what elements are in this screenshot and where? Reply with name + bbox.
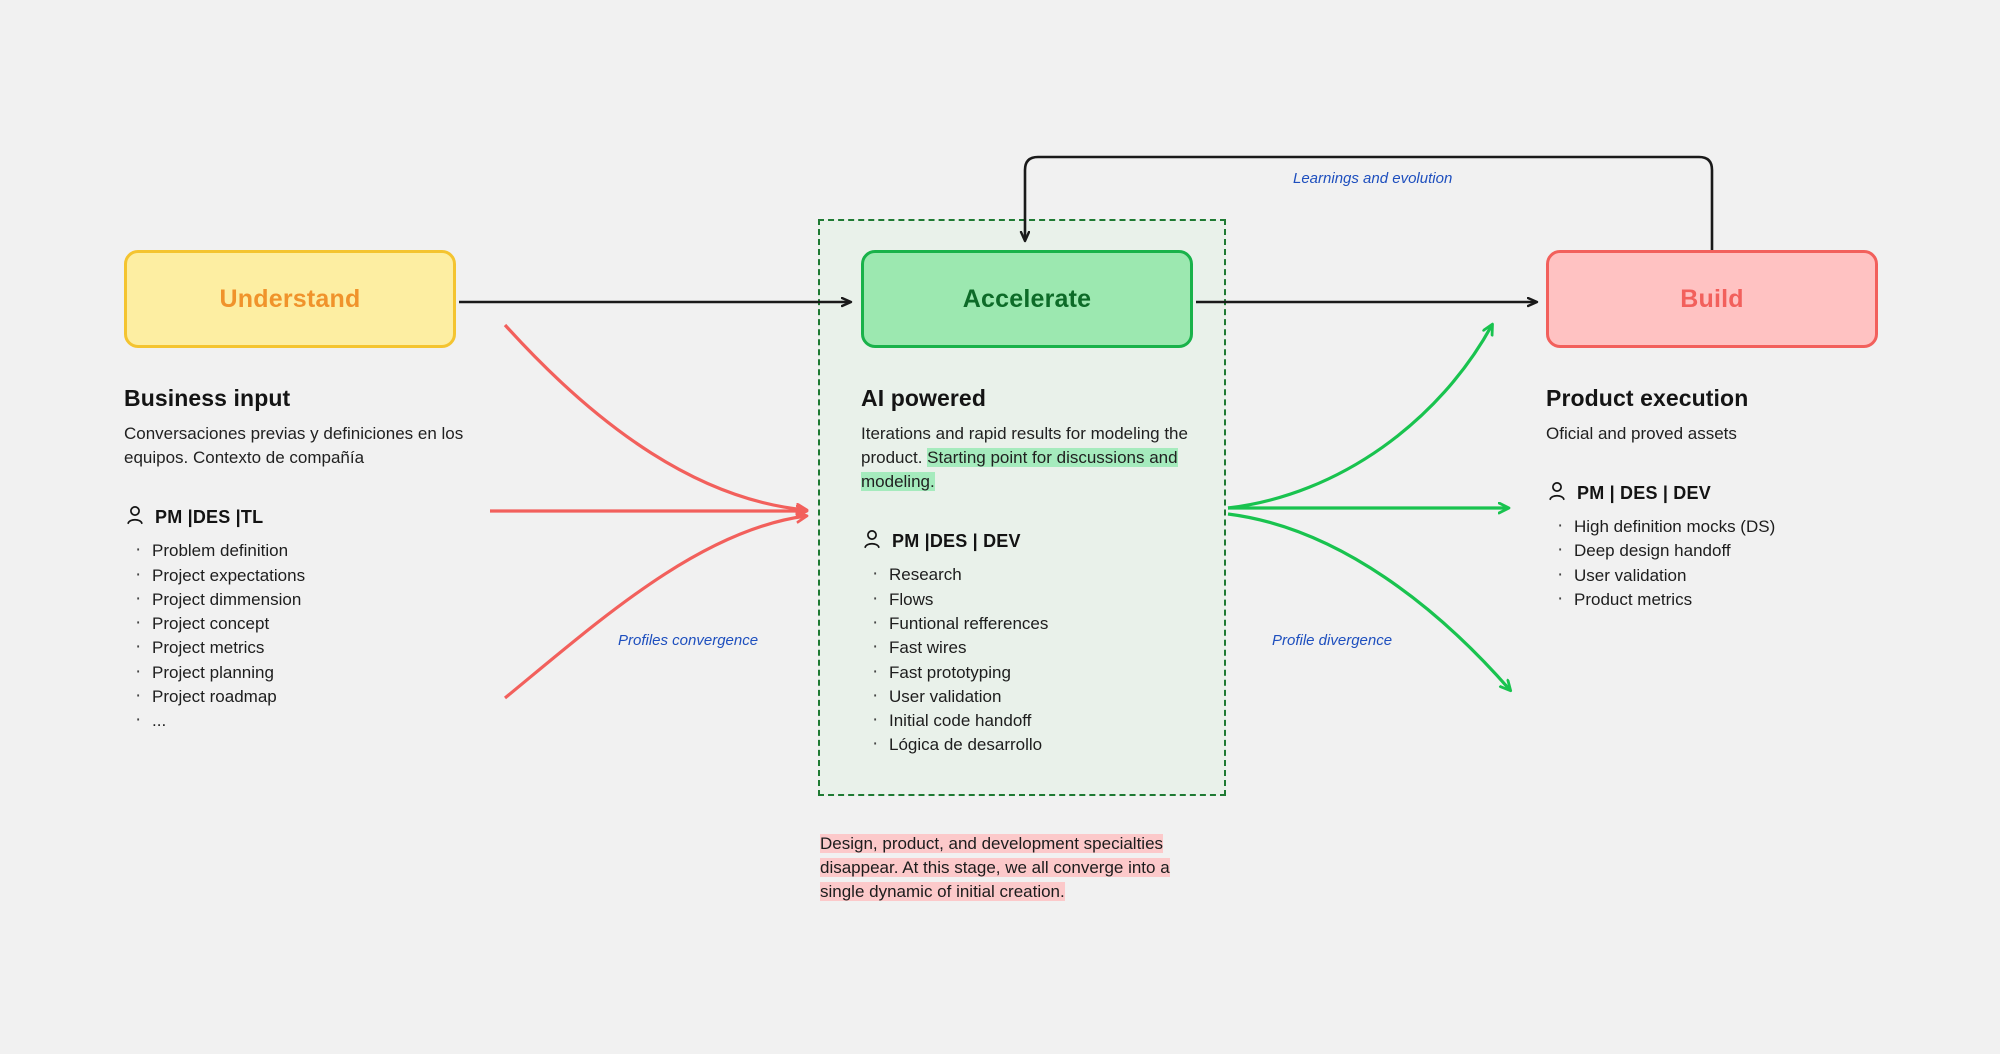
list-item: Project dimmension (124, 587, 484, 612)
list-item: Funtional refferences (861, 611, 1201, 636)
arrow-converge-top (503, 323, 806, 510)
list-item: User validation (1546, 563, 1906, 588)
description-build: Oficial and proved assets (1546, 424, 1737, 443)
list-item: Initial code handoff (861, 708, 1201, 733)
list-item: Project planning (124, 660, 484, 685)
person-icon (1546, 480, 1568, 507)
list-item: Research (861, 562, 1201, 587)
person-icon (861, 528, 883, 555)
arrow-diverge-bottom (1227, 512, 1510, 690)
column-accelerate: AI powered Iterations and rapid results … (861, 385, 1201, 758)
role-row-build: PM | DES | DEV (1546, 480, 1906, 507)
list-item: Fast prototyping (861, 660, 1201, 685)
role-row-understand: PM |DES |TL (124, 504, 484, 531)
list-item: Project metrics (124, 635, 484, 660)
description-accelerate: Iterations and rapid results for modelin… (861, 422, 1201, 494)
bullet-list-understand: Problem definitionProject expectationsPr… (124, 538, 484, 733)
annotation-profile-divergence: Profile divergence (1272, 632, 1393, 649)
description-understand: Conversaciones previas y definiciones en… (124, 424, 464, 468)
arrow-diverge-top (1227, 325, 1492, 510)
arrow-converge-bottom (503, 516, 806, 700)
annotation-learnings-and-evolution: Learnings and evolution (1293, 170, 1453, 187)
list-item: High definition mocks (DS) (1546, 514, 1906, 539)
list-item: Project expectations (124, 563, 484, 588)
list-item: Deep design handoff (1546, 538, 1906, 563)
list-item: Product metrics (1546, 587, 1906, 612)
list-item: Fast wires (861, 635, 1201, 660)
role-label-build: PM | DES | DEV (1577, 483, 1711, 504)
stage-box-understand[interactable]: Understand (124, 250, 456, 348)
list-item: Problem definition (124, 538, 484, 563)
note-convergence-dynamic-text: Design, product, and development special… (820, 834, 1170, 902)
heading-ai-powered: AI powered (861, 385, 986, 411)
stage-label-accelerate: Accelerate (962, 284, 1092, 313)
role-label-accelerate: PM |DES | DEV (892, 531, 1021, 552)
stage-box-accelerate[interactable]: Accelerate (861, 250, 1193, 348)
column-build: Product execution Oficial and proved ass… (1546, 385, 1906, 612)
person-icon (124, 504, 146, 531)
column-understand: Business input Conversaciones previas y … (124, 385, 484, 734)
description-accelerate-plain: Iterations and rapid results for modelin… (861, 424, 1188, 468)
list-item: Lógica de desarrollo (861, 732, 1201, 757)
list-item: Flows (861, 587, 1201, 612)
heading-product-execution: Product execution (1546, 385, 1749, 411)
list-item: User validation (861, 684, 1201, 709)
bullet-list-accelerate: ResearchFlowsFuntional refferencesFast w… (861, 562, 1201, 757)
list-item: Project roadmap (124, 684, 484, 709)
heading-business-input: Business input (124, 385, 291, 411)
note-convergence-dynamic: Design, product, and development special… (820, 832, 1200, 904)
stage-label-build: Build (1680, 284, 1744, 313)
list-item: ... (124, 708, 484, 733)
stage-box-build[interactable]: Build (1546, 250, 1878, 348)
stage-label-understand: Understand (219, 284, 361, 313)
list-item: Project concept (124, 611, 484, 636)
role-label-understand: PM |DES |TL (155, 507, 264, 528)
annotation-profiles-convergence: Profiles convergence (618, 632, 759, 649)
bullet-list-build: High definition mocks (DS)Deep design ha… (1546, 514, 1906, 612)
role-row-accelerate: PM |DES | DEV (861, 528, 1201, 555)
